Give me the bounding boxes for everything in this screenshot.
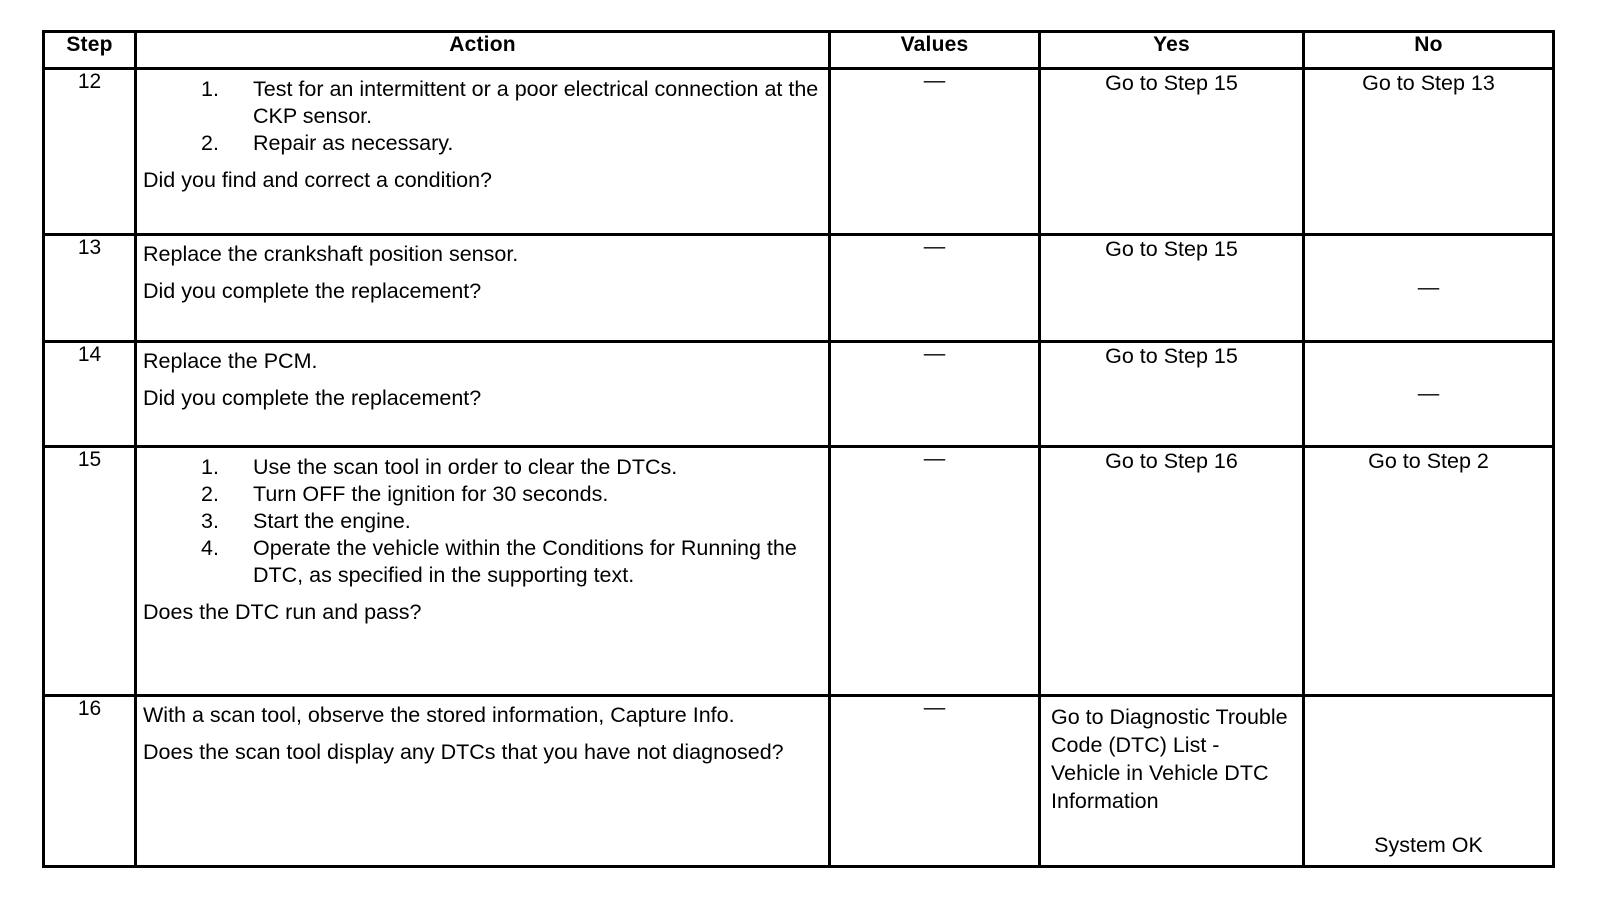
no-action-label: Go to Step 2 — [1368, 449, 1489, 473]
action-question: Does the DTC run and pass? — [143, 600, 422, 624]
values-cell: — — [828, 340, 1041, 448]
action-step-list: Use the scan tool in order to clear the … — [143, 454, 822, 589]
action-spacer — [143, 268, 822, 278]
action-cell: Replace the PCM. Did you complete the re… — [134, 340, 831, 448]
action-list-item: Use the scan tool in order to clear the … — [201, 454, 678, 481]
action-question: Did you find and correct a condition? — [143, 168, 492, 192]
step-number-cell: 12 — [42, 67, 137, 236]
action-spacer — [143, 589, 822, 599]
action-cell: Replace the crankshaft position sensor. … — [134, 233, 831, 343]
action-spacer — [143, 729, 822, 739]
yes-action-label: Go to Step 16 — [1105, 449, 1238, 473]
action-list-item: Test for an intermittent or a poor elect… — [201, 76, 819, 128]
action-cell: Use the scan tool in order to clear the … — [134, 445, 831, 697]
action-cell: Test for an intermittent or a poor elect… — [134, 67, 831, 236]
no-action-dash: — — [1417, 275, 1440, 299]
yes-action-label: Go to Diagnostic Trouble Code (DTC) List… — [1051, 705, 1288, 813]
no-action-dash: — — [1417, 381, 1440, 405]
column-header-no: No — [1302, 30, 1555, 70]
values-cell: — — [828, 67, 1041, 236]
values-dash: — — [923, 68, 946, 92]
action-list-item: Repair as necessary. — [201, 130, 454, 157]
action-list-item: Start the engine. — [201, 508, 411, 535]
column-header-values: Values — [828, 30, 1041, 70]
yes-cell: Go to Diagnostic Trouble Code (DTC) List… — [1038, 694, 1305, 868]
yes-action-label: Go to Step 15 — [1105, 237, 1238, 261]
action-lead-text: With a scan tool, observe the stored inf… — [143, 703, 735, 727]
values-cell: — — [828, 445, 1041, 697]
table-row: 12 Test for an intermittent or a poor el… — [42, 67, 1555, 236]
action-list-item: Operate the vehicle within the Condition… — [201, 535, 797, 587]
yes-cell: Go to Step 16 — [1038, 445, 1305, 697]
yes-action-label: Go to Step 15 — [1105, 344, 1238, 368]
table-row: 13 Replace the crankshaft position senso… — [42, 233, 1555, 343]
step-number-cell: 14 — [42, 340, 137, 448]
action-lead-text: Replace the crankshaft position sensor. — [143, 242, 519, 266]
yes-cell: Go to Step 15 — [1038, 67, 1305, 236]
column-header-yes: Yes — [1038, 30, 1305, 70]
header-row: Step Action Values Yes No — [42, 30, 1555, 70]
no-action-label: Go to Step 13 — [1362, 71, 1495, 95]
values-dash: — — [923, 234, 946, 258]
no-cell: System OK — [1302, 694, 1555, 868]
action-question: Did you complete the replacement? — [143, 386, 482, 410]
action-list-item: Turn OFF the ignition for 30 seconds. — [201, 481, 609, 508]
table-header: Step Action Values Yes No — [42, 30, 1555, 70]
no-cell: — — [1302, 233, 1555, 343]
yes-cell: Go to Step 15 — [1038, 340, 1305, 448]
values-dash: — — [923, 695, 946, 719]
action-lead-text: Replace the PCM. — [143, 349, 318, 373]
action-spacer — [143, 375, 822, 385]
column-header-step: Step — [42, 30, 137, 70]
no-cell: — — [1302, 340, 1555, 448]
action-spacer — [143, 157, 822, 167]
step-number-cell: 16 — [42, 694, 137, 868]
table-row: 14 Replace the PCM. Did you complete the… — [42, 340, 1555, 448]
no-action-label: System OK — [1374, 833, 1483, 857]
step-number-cell: 13 — [42, 233, 137, 343]
diagnostic-procedure-table: Step Action Values Yes No 12 Test for an… — [42, 30, 1555, 868]
values-dash: — — [923, 341, 946, 365]
action-step-list: Test for an intermittent or a poor elect… — [143, 76, 822, 157]
yes-cell: Go to Step 15 — [1038, 233, 1305, 343]
action-question: Does the scan tool display any DTCs that… — [143, 740, 784, 764]
step-number-cell: 15 — [42, 445, 137, 697]
action-question: Did you complete the replacement? — [143, 279, 482, 303]
column-header-action: Action — [134, 30, 831, 70]
table-row: 15 Use the scan tool in order to clear t… — [42, 445, 1555, 697]
values-cell: — — [828, 233, 1041, 343]
no-cell: Go to Step 2 — [1302, 445, 1555, 697]
no-cell: Go to Step 13 — [1302, 67, 1555, 236]
action-cell: With a scan tool, observe the stored inf… — [134, 694, 831, 868]
table-row: 16 With a scan tool, observe the stored … — [42, 694, 1555, 868]
values-cell: — — [828, 694, 1041, 868]
table-body: 12 Test for an intermittent or a poor el… — [42, 67, 1555, 868]
yes-action-label: Go to Step 15 — [1105, 71, 1238, 95]
values-dash: — — [923, 446, 946, 470]
